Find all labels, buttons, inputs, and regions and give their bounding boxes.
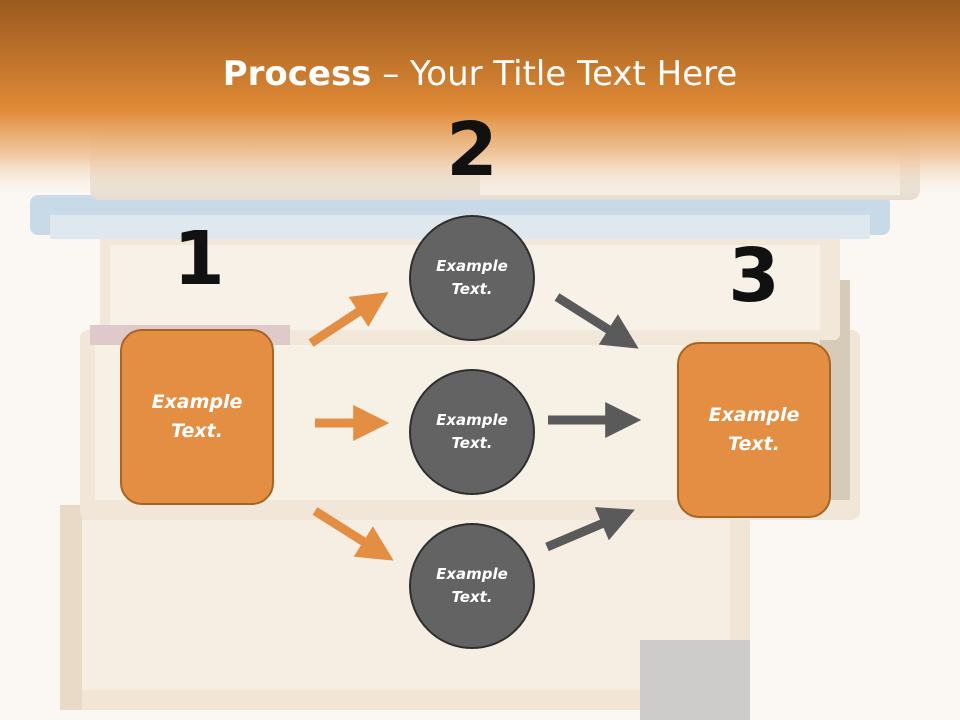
title-bold: Process	[222, 54, 372, 94]
step-box-right-label: Example Text.	[708, 404, 800, 455]
step-number-2: 2	[446, 107, 498, 193]
step-box-right: Example Text.	[677, 342, 831, 518]
step-number-1: 1	[173, 216, 225, 302]
title-rest: – Your Title Text Here	[371, 54, 738, 94]
step-box-left-label: Example Text.	[151, 391, 243, 442]
step-number-3: 3	[728, 233, 780, 319]
step-box-left: Example Text.	[120, 329, 274, 505]
step-circle-middle-label: Example Text.	[436, 411, 508, 452]
step-circle-middle: Example Text.	[409, 369, 535, 495]
step-circle-bottom: Example Text.	[409, 523, 535, 649]
step-circle-bottom-label: Example Text.	[436, 565, 508, 606]
step-circle-top-label: Example Text.	[436, 257, 508, 298]
slide-title: Process – Your Title Text Here	[0, 52, 960, 96]
step-circle-top: Example Text.	[409, 215, 535, 341]
